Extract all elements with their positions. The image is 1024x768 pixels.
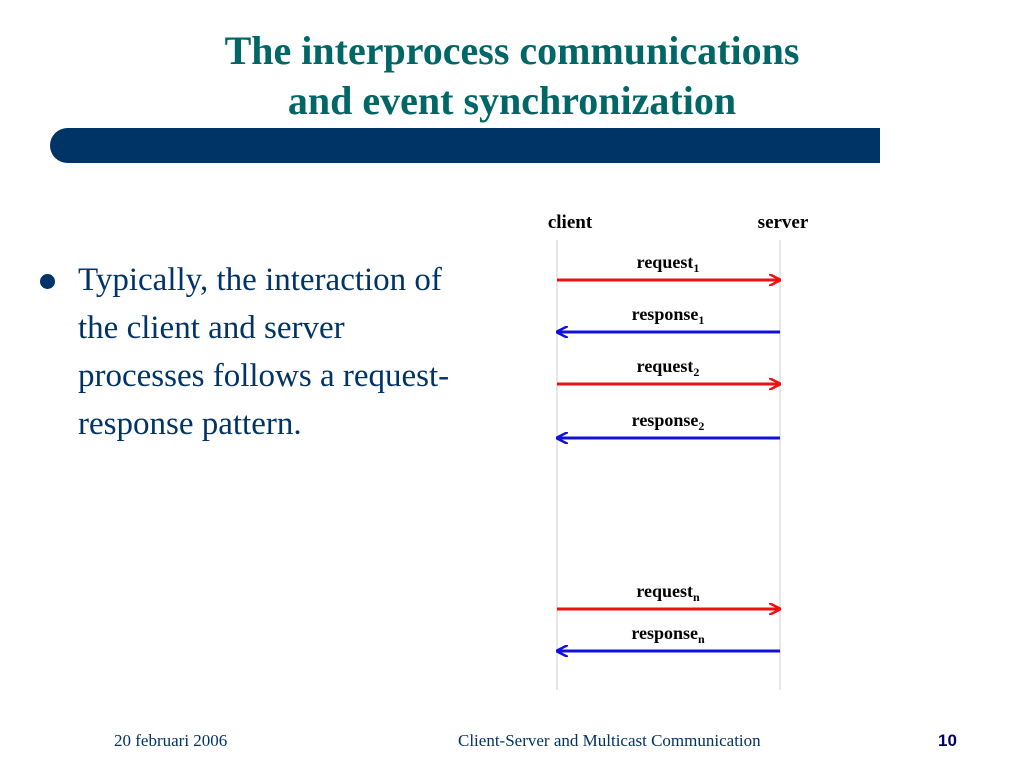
- bullet-text: Typically, the interaction of the client…: [78, 262, 450, 442]
- bullet-list: Typically, the interaction of the client…: [38, 256, 478, 448]
- response-label-2: response2: [632, 410, 705, 433]
- client-label: client: [548, 212, 593, 233]
- response-label-n: responsen: [631, 623, 705, 646]
- footer-date: 20 februari 2006: [114, 731, 228, 750]
- request-label-2: request2: [637, 356, 700, 379]
- request-label-n: requestn: [636, 581, 700, 604]
- server-label: server: [758, 212, 809, 233]
- title-line-1: The interprocess communications: [224, 28, 800, 73]
- response-label-1: response1: [632, 304, 705, 327]
- footer-course: Client-Server and Multicast Communicatio…: [458, 731, 761, 750]
- title-line-2: and event synchronization: [287, 78, 737, 123]
- footer-page-number: 10: [938, 731, 957, 750]
- messages-group: request1 response1 request2 response2 reques…: [557, 252, 780, 651]
- slide-title: The interprocess communications and even…: [0, 26, 1024, 126]
- title-underline-bar: [50, 128, 880, 163]
- diagram-canvas: client server request1response1request2r…: [548, 212, 809, 690]
- bullet-dot-icon: [40, 274, 55, 289]
- request-label-1: request1: [637, 252, 700, 275]
